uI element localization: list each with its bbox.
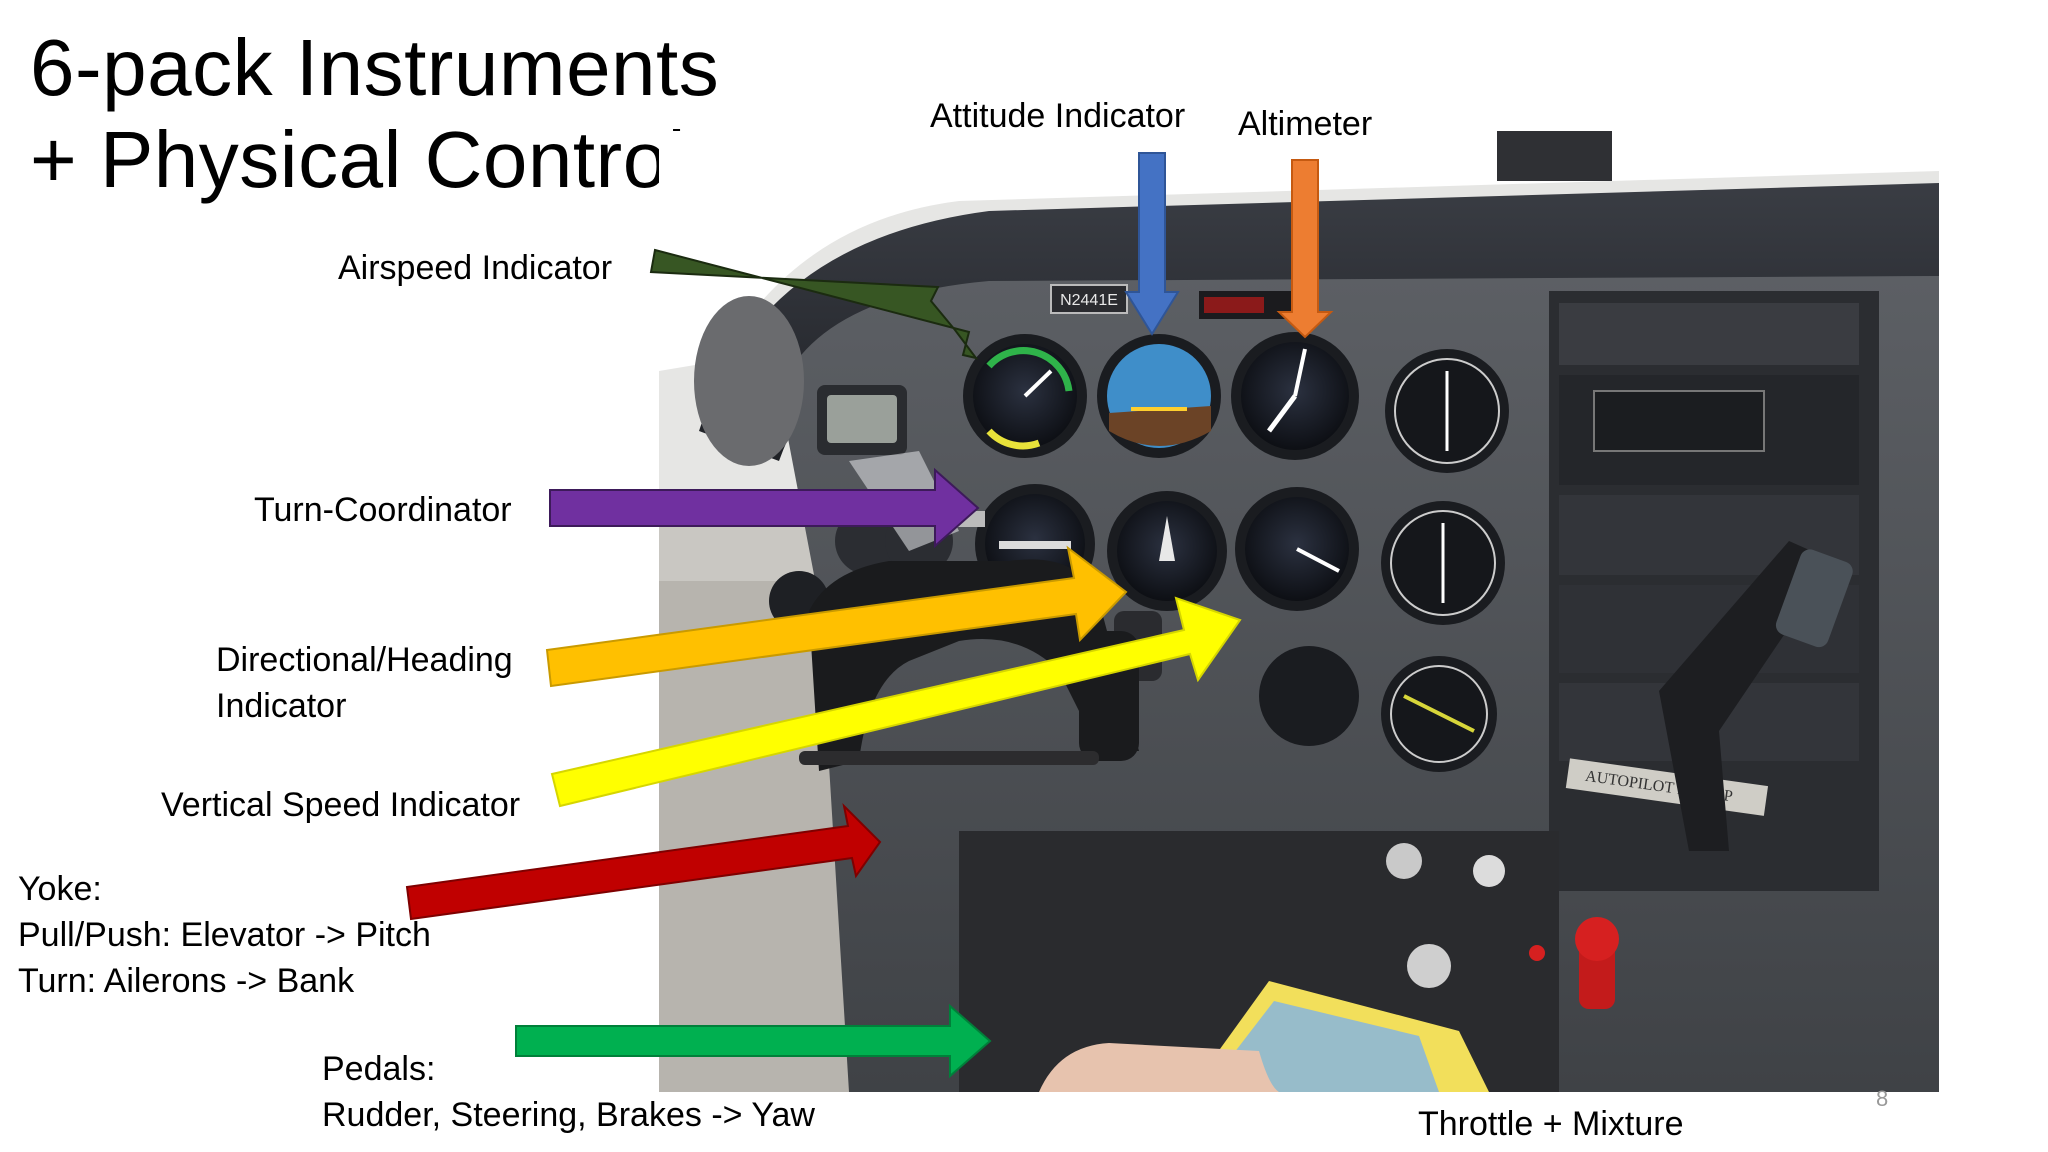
vsi-label: Vertical Speed Indicator <box>161 786 521 824</box>
heading-indicator-label: Directional/Heading Indicator <box>216 637 513 729</box>
yoke-label-line-1: Yoke: <box>18 870 102 908</box>
altimeter-label: Altimeter <box>1238 105 1373 143</box>
throttle-mixture-label: Throttle + Mixture <box>1418 1105 1684 1143</box>
nav-gauges <box>1259 349 1509 772</box>
attitude-arrow <box>1124 152 1180 336</box>
yoke-label-line-2: Pull/Push: Elevator -> Pitch <box>18 916 431 954</box>
yoke-label: Yoke: Pull/Push: Elevator -> Pitch Turn:… <box>18 866 431 1004</box>
slide-title: 6-pack Instruments + Physical Controls <box>30 22 726 206</box>
pedals-label: Pedals: Rudder, Steering, Brakes -> Yaw <box>322 1046 815 1138</box>
yoke-label-line-3: Turn: Ailerons -> Bank <box>18 962 355 1000</box>
page-number: 8 <box>1876 1086 1889 1111</box>
heading-arrow <box>545 545 1128 688</box>
pedals-arrow <box>515 1003 992 1079</box>
turn-coordinator-label: Turn-Coordinator <box>254 491 512 529</box>
heading-dial <box>1107 491 1227 611</box>
altimeter-dial <box>1231 332 1359 460</box>
airspeed-indicator-label: Airspeed Indicator <box>338 249 613 287</box>
tail-number: N2441E <box>1060 292 1118 309</box>
title-line-2: + Physical Controls <box>30 115 727 204</box>
altimeter-arrow <box>1276 159 1334 339</box>
attitude-dial <box>1097 334 1221 458</box>
vsi-dial <box>1235 487 1359 611</box>
heading-label-line-2: Indicator <box>216 687 347 725</box>
attitude-indicator-label: Attitude Indicator <box>930 97 1186 135</box>
pedals-label-line-2: Rudder, Steering, Brakes -> Yaw <box>322 1096 815 1134</box>
airspeed-dial <box>963 334 1087 458</box>
turn-arrow <box>549 467 980 549</box>
vsi-arrow <box>550 596 1242 808</box>
airspeed-arrow <box>649 248 979 360</box>
title-line-1: 6-pack Instruments <box>30 23 720 112</box>
pedals-label-line-1: Pedals: <box>322 1050 436 1088</box>
yoke-arrow <box>405 802 882 921</box>
right-yoke <box>1659 541 1853 851</box>
heading-label-line-1: Directional/Heading <box>216 641 513 679</box>
